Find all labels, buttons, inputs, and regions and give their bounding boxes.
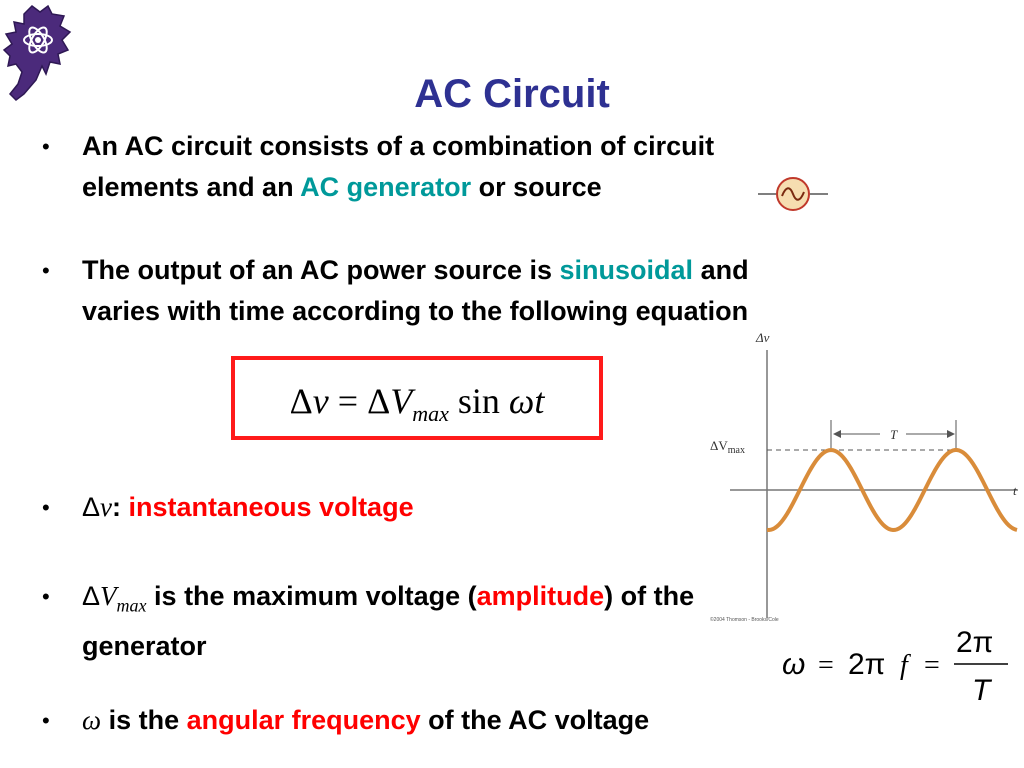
frequency-symbol: f <box>900 650 911 681</box>
two-pi: 2π <box>848 648 885 681</box>
ac-source-icon <box>758 177 828 211</box>
voltage-equation: Δv = ΔVmax sin ωt <box>289 381 545 427</box>
bullet-2-line-1: The output of an AC power source is sinu… <box>82 255 749 285</box>
bullet-dot: • <box>42 495 50 520</box>
arrowhead-left <box>833 430 841 438</box>
copyright-text: ©2004 Thomson - Brooks/Cole <box>710 616 779 623</box>
fraction-numerator: 2π <box>956 626 993 659</box>
x-axis-label: t <box>1013 483 1017 498</box>
fraction-denominator: T <box>972 674 993 707</box>
equals-1: = <box>818 650 834 681</box>
bullet-4-line-2: generator <box>82 631 207 662</box>
bullet-1-line-2: elements and an AC generator or source <box>82 172 602 202</box>
bullet-angular-frequency: • ω is the angular frequency of the AC v… <box>42 700 649 741</box>
highlight-ac-generator: AC generator <box>300 172 472 202</box>
frog-logo-icon <box>2 4 72 101</box>
bullet-sinusoidal: • The output of an AC power source is si… <box>42 250 749 332</box>
bullet-dot: • <box>42 708 50 733</box>
bullet-3-line: Δv: instantaneous voltage <box>82 492 414 522</box>
sine-wave-graph: Δv ΔVmax T t ©2004 Thomson - Brooks/Cole <box>710 330 1018 623</box>
y-axis-label: Δv <box>755 330 770 345</box>
omega-symbol: ω <box>782 648 805 681</box>
amplitude-label: ΔVmax <box>710 438 745 456</box>
bullet-amplitude: • ΔVmax is the maximum voltage (amplitud… <box>42 576 694 667</box>
highlight-instantaneous-voltage: instantaneous voltage <box>128 492 414 522</box>
equals-2: = <box>924 650 940 681</box>
bullet-dot: • <box>42 134 50 159</box>
page-title: AC Circuit <box>414 72 610 116</box>
period-label: T <box>890 427 898 442</box>
highlight-angular-frequency: angular frequency <box>186 705 421 735</box>
highlight-amplitude: amplitude <box>476 581 605 611</box>
arrowhead-right <box>947 430 955 438</box>
bullet-5-line: ω is the angular frequency of the AC vol… <box>82 705 650 735</box>
bullet-ac-circuit: • An AC circuit consists of a combinatio… <box>42 126 714 208</box>
bullet-2-line-2: varies with time according to the follow… <box>82 296 749 326</box>
highlight-sinusoidal: sinusoidal <box>559 255 694 285</box>
bullet-dot: • <box>42 584 50 609</box>
equation-box: Δv = ΔVmax sin ωt <box>231 356 603 440</box>
bullet-instantaneous: • Δv: instantaneous voltage <box>42 487 414 528</box>
sine-wave <box>766 447 1018 532</box>
bullet-1-line-1: An AC circuit consists of a combination … <box>82 131 715 161</box>
angular-frequency-formula: ω = 2π f = 2π T <box>782 626 1008 707</box>
bullet-4-line-1: ΔVmax is the maximum voltage (amplitude)… <box>82 581 695 616</box>
bullet-dot: • <box>42 258 50 283</box>
